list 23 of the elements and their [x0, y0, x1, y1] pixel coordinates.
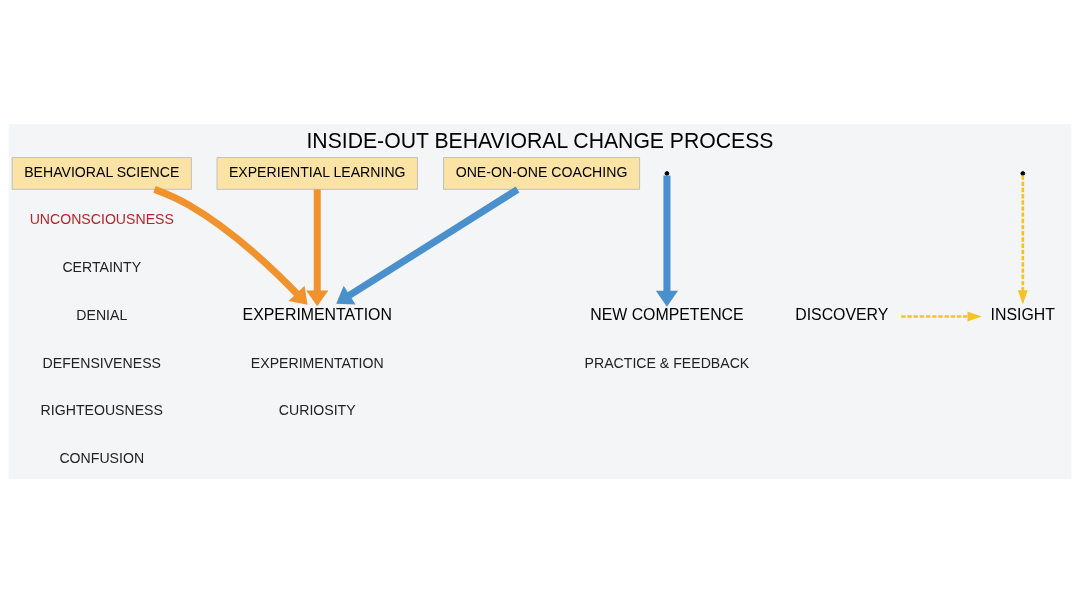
- node-text: DISCOVERY: [795, 306, 889, 324]
- arrow: [336, 186, 520, 305]
- label: CERTAINTY: [62, 259, 142, 276]
- arrow: [901, 311, 982, 322]
- label: PRACTICE & FEEDBACK: [584, 354, 750, 371]
- node-box: BEHAVIORAL SCIENCE: [11, 157, 192, 190]
- label: DENIAL: [76, 306, 128, 323]
- arrow: [1017, 175, 1028, 305]
- diagram-title: INSIDE-OUT BEHAVIORAL CHANGE PROCESS: [306, 129, 774, 153]
- node-box: ONE-ON-ONE COACHING: [443, 157, 640, 190]
- label: RIGHTEOUSNESS: [40, 402, 163, 419]
- node-text: EXPERIMENTATION: [242, 306, 392, 324]
- label: CURIOSITY: [278, 402, 356, 419]
- node-box: EXPERIENTIAL LEARNING: [216, 157, 418, 190]
- node-text: INSIGHT: [990, 306, 1056, 324]
- node-text: NEW COMPETENCE: [590, 306, 744, 324]
- label: UNCONSCIOUSNESS: [29, 211, 174, 228]
- arrow: [655, 175, 679, 307]
- arrow: [306, 189, 329, 307]
- label: EXPERIMENTATION: [250, 354, 384, 371]
- label: CONFUSION: [59, 449, 145, 466]
- label: DEFENSIVENESS: [42, 354, 161, 371]
- arrow: [153, 186, 308, 305]
